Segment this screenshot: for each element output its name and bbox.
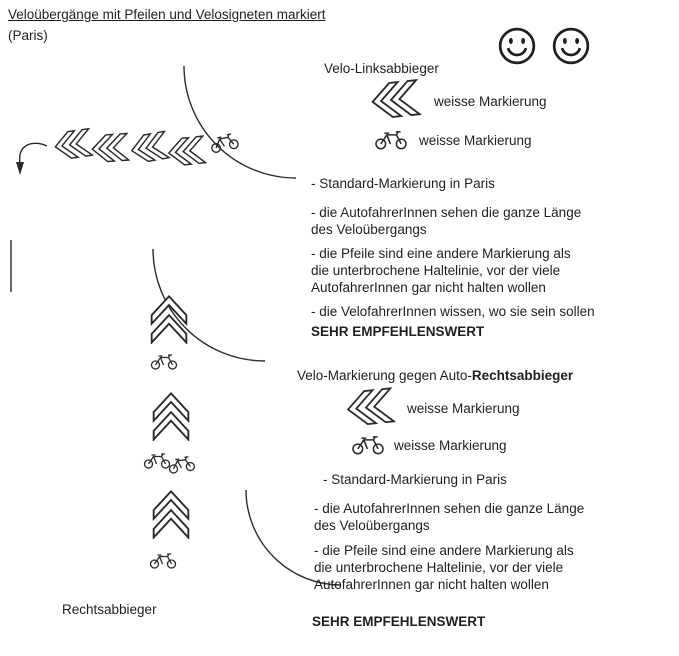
bullet-item: - die VelofahrerInnen wissen, wo sie sei… (311, 304, 595, 319)
chevron-arrow-icon (52, 128, 94, 161)
chevron-arrow-icon (128, 130, 170, 165)
arrow-legend-label: weisse Markierung (434, 94, 547, 109)
chevron-arrow-icon (166, 135, 207, 168)
chevron-arrow-icon (90, 132, 130, 164)
bullet-item: - die AutofahrerInnen sehen die ganze Lä… (311, 205, 582, 237)
diagram-label-rechtsabbieger: Rechtsabbieger (62, 602, 157, 617)
bullet-item: - Standard-Markierung in Paris (311, 176, 495, 191)
left-turn-arrow (16, 142, 48, 175)
bicycle-icon (150, 354, 178, 370)
chevron-arrow-up-icon (152, 490, 190, 539)
chevron-arrow-up-icon (150, 295, 188, 344)
chevron-arrow-up-icon (152, 392, 190, 441)
verdict-text: SEHR EMPFEHLENSWERT (311, 324, 485, 339)
heading-prefix: Velo-Markierung gegen Auto- (297, 368, 472, 383)
arrowhead-icon (16, 162, 24, 175)
smiley-icon (552, 27, 590, 65)
section-heading-left-turn: Velo-Linksabbieger (324, 61, 439, 76)
smiley-icon (498, 27, 536, 65)
page-subtitle: (Paris) (8, 28, 48, 43)
arrow-legend-label: weisse Markierung (407, 401, 520, 416)
page-title: Veloübergänge mit Pfeilen und Velosignet… (8, 7, 326, 22)
bike-legend-label: weisse Markierung (394, 438, 507, 453)
corner-arc-middle (152, 248, 266, 362)
bicycle-icon (352, 436, 384, 455)
bullet-item: - die AutofahrerInnen sehen die ganze Lä… (314, 501, 585, 533)
chevron-arrow-icon (369, 79, 421, 120)
bicycle-icon (149, 553, 177, 569)
corner-arc-bottom (245, 489, 342, 586)
verdict-text: SEHR EMPFEHLENSWERT (312, 614, 486, 629)
bullet-item: - die Pfeile sind eine andere Markierung… (311, 246, 571, 295)
bullet-item: - Standard-Markierung in Paris (323, 472, 507, 487)
bike-legend-label: weisse Markierung (419, 133, 532, 148)
bicycle-icon (143, 453, 171, 469)
chevron-arrow-icon (345, 387, 395, 427)
bicycle-icon (167, 455, 196, 475)
heading-bold-part: Rechtsabbieger (471, 368, 574, 383)
bicycle-icon (375, 131, 407, 150)
bullet-item: - die Pfeile sind eine andere Markierung… (314, 543, 574, 592)
section-heading-right-turn: Velo-Markierung gegen Auto-Rechtsabbiege… (297, 367, 573, 384)
